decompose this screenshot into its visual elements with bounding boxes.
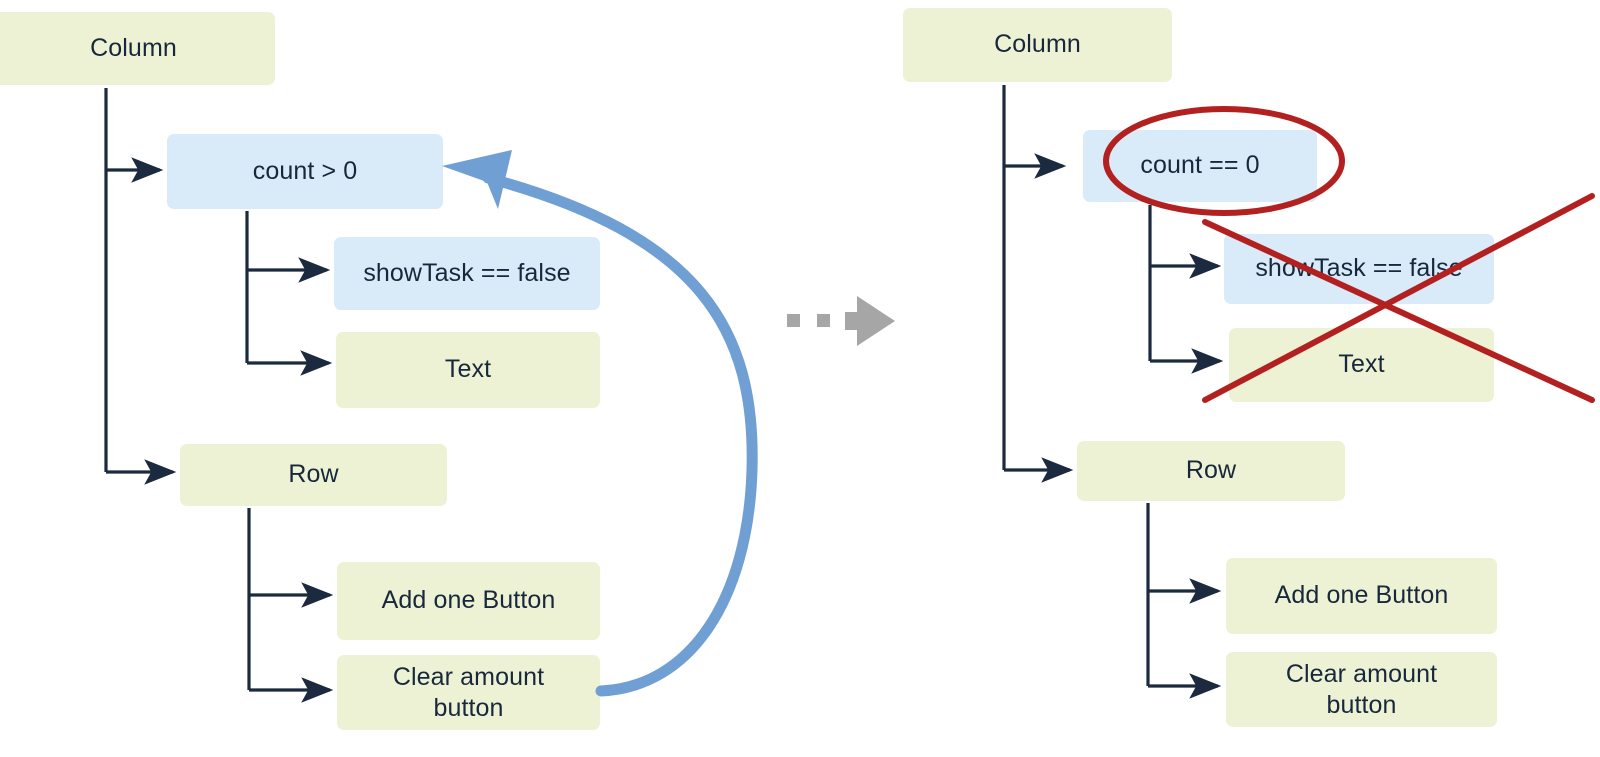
after-count-condition-node: count == 0 bbox=[1083, 130, 1317, 202]
transition-dot-1 bbox=[787, 314, 800, 327]
before-clear-button-label-line1: Clear amount bbox=[392, 663, 545, 691]
transition-arrowhead bbox=[845, 296, 895, 346]
after-row-node: Row bbox=[1077, 441, 1345, 501]
after-column-label: Column bbox=[994, 30, 1081, 59]
after-row-label: Row bbox=[1185, 456, 1237, 485]
after-clear-button-node: Clear amount button bbox=[1226, 652, 1497, 727]
before-add-button-node: Add one Button bbox=[337, 562, 600, 640]
before-text-node: Text bbox=[336, 332, 600, 408]
after-text-label: Text bbox=[1338, 350, 1385, 379]
after-clear-button-label-line2: button bbox=[1326, 690, 1397, 719]
after-add-button-node: Add one Button bbox=[1226, 558, 1497, 634]
before-column-label: Column bbox=[90, 33, 177, 62]
before-column-node: Column bbox=[0, 12, 275, 85]
after-add-button-label: Add one Button bbox=[1274, 581, 1449, 610]
before-count-condition-label: count > 0 bbox=[252, 156, 358, 185]
after-showtask-condition-node: showTask == false bbox=[1224, 234, 1494, 304]
before-count-condition-node: count > 0 bbox=[167, 134, 443, 209]
after-clear-button-label-line1: Clear amount bbox=[1285, 660, 1438, 688]
after-text-node: Text bbox=[1229, 328, 1494, 402]
before-clear-button-label-line2: button bbox=[433, 693, 504, 722]
transition-dot-2 bbox=[817, 314, 830, 327]
before-row-label: Row bbox=[288, 460, 339, 489]
after-column-node: Column bbox=[903, 8, 1172, 82]
transition-progress-arrow bbox=[787, 296, 895, 346]
before-row-node: Row bbox=[180, 444, 447, 506]
before-showtask-condition-label: showTask == false bbox=[363, 258, 571, 287]
before-add-button-label: Add one Button bbox=[381, 586, 556, 615]
before-clear-button-node: Clear amount button bbox=[337, 655, 600, 730]
after-count-condition-label: count == 0 bbox=[1140, 151, 1260, 180]
before-rebuild-loop-arrowhead bbox=[442, 150, 512, 209]
before-text-label: Text bbox=[444, 355, 492, 384]
before-showtask-condition-node: showTask == false bbox=[334, 237, 600, 310]
after-showtask-condition-label: showTask == false bbox=[1255, 254, 1463, 283]
